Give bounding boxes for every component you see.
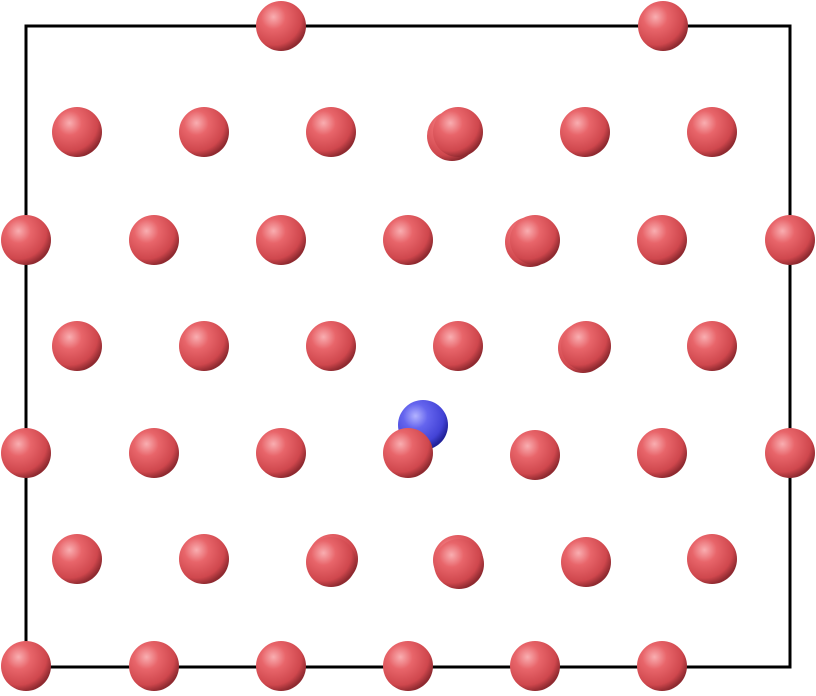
host-atom xyxy=(256,641,306,691)
host-atom xyxy=(638,1,688,51)
host-atom xyxy=(1,641,51,691)
host-atom xyxy=(637,215,687,265)
host-atom xyxy=(129,215,179,265)
host-atom xyxy=(510,430,560,480)
host-atom xyxy=(129,428,179,478)
host-atom xyxy=(433,321,483,371)
host-atom xyxy=(129,641,179,691)
host-atom xyxy=(383,215,433,265)
host-atom xyxy=(306,107,356,157)
host-atom xyxy=(256,1,306,51)
host-atom xyxy=(765,428,815,478)
host-atom xyxy=(306,321,356,371)
host-atom xyxy=(1,428,51,478)
host-atom xyxy=(687,534,737,584)
host-atom xyxy=(637,641,687,691)
host-atom xyxy=(510,641,560,691)
host-atom xyxy=(306,537,356,587)
host-atom xyxy=(560,107,610,157)
host-atom xyxy=(433,107,483,157)
host-atom xyxy=(1,215,51,265)
host-atom xyxy=(687,321,737,371)
host-atom xyxy=(52,534,102,584)
host-atom xyxy=(179,321,229,371)
host-atom xyxy=(179,534,229,584)
host-atom xyxy=(383,641,433,691)
host-atom xyxy=(687,107,737,157)
host-atom xyxy=(765,215,815,265)
unit-cell-border xyxy=(24,24,792,669)
host-atom xyxy=(52,107,102,157)
host-atom xyxy=(561,537,611,587)
host-atom xyxy=(179,107,229,157)
host-atom xyxy=(383,428,433,478)
host-atom xyxy=(561,321,611,371)
host-atom xyxy=(256,215,306,265)
host-atom xyxy=(637,428,687,478)
host-atom xyxy=(256,428,306,478)
host-atom xyxy=(52,321,102,371)
host-atom xyxy=(434,539,484,589)
host-atom xyxy=(510,215,560,265)
